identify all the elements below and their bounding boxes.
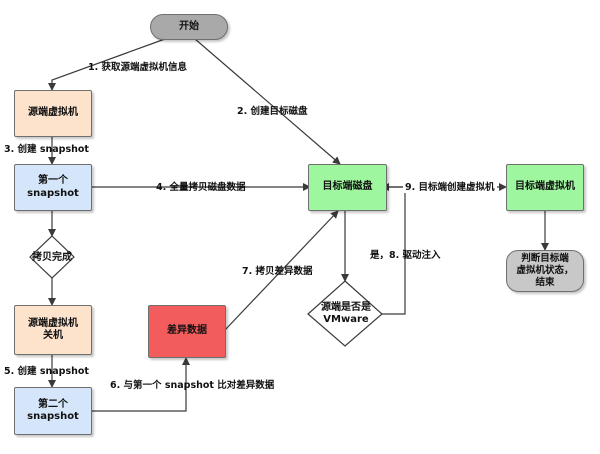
diff-data-label: 差异数据 — [167, 325, 207, 337]
start-node: 开始 — [150, 14, 228, 40]
edge-label-2: 2. 创建目标磁盘 — [237, 106, 308, 117]
edge-label-4: 4. 全量拷贝磁盘数据 — [156, 182, 246, 193]
snapshot2-label: 第二个 snapshot — [27, 398, 79, 423]
edge-label-9: 9. 目标端创建虚拟机 — [403, 182, 497, 193]
edge-label-8: 是，8. 驱动注入 — [370, 250, 441, 261]
edge-label-3: 3. 创建 snapshot — [4, 144, 89, 155]
target-vm-label: 目标端虚拟机 — [515, 181, 575, 193]
edge-start-to-source-vm — [48, 38, 166, 91]
source-vm-node: 源端虚拟机 — [14, 90, 92, 137]
source-shutdown-label: 源端虚拟机 关机 — [28, 317, 78, 342]
target-disk-label: 目标端磁盘 — [322, 181, 373, 193]
source-vm-label: 源端虚拟机 — [28, 107, 78, 119]
edge-label-7: 7. 拷贝差异数据 — [242, 266, 313, 277]
edge-label-1: 1. 获取源端虚拟机信息 — [88, 62, 188, 73]
snapshot1-node: 第一个 snapshot — [14, 164, 92, 211]
end-node: 判断目标端 虚拟机状态， 结束 — [506, 250, 584, 292]
snapshot2-node: 第二个 snapshot — [14, 387, 92, 435]
edge-snapshot2-to-diff-data — [91, 357, 190, 412]
end-node-label: 判断目标端 虚拟机状态， 结束 — [516, 253, 574, 288]
diff-data-node: 差异数据 — [148, 305, 226, 358]
decision-diamond — [307, 280, 383, 347]
edge-diff-data-to-target-disk — [224, 210, 339, 331]
is-vmware-label: 源端是否是 VMware — [321, 301, 371, 326]
target-vm-node: 目标端虚拟机 — [506, 164, 584, 211]
edge-start-to-target-disk — [194, 38, 341, 165]
edge-label-6: 6. 与第一个 snapshot 比对差异数据 — [110, 380, 275, 391]
copy-done-label: 拷贝完成 — [32, 251, 72, 263]
source-shutdown-node: 源端虚拟机 关机 — [14, 305, 92, 355]
snapshot1-label: 第一个 snapshot — [27, 175, 79, 199]
start-node-label: 开始 — [179, 20, 199, 32]
copy-done-diamond — [29, 235, 75, 279]
target-disk-node: 目标端磁盘 — [308, 164, 387, 211]
edge-label-5: 5. 创建 snapshot — [4, 366, 89, 377]
